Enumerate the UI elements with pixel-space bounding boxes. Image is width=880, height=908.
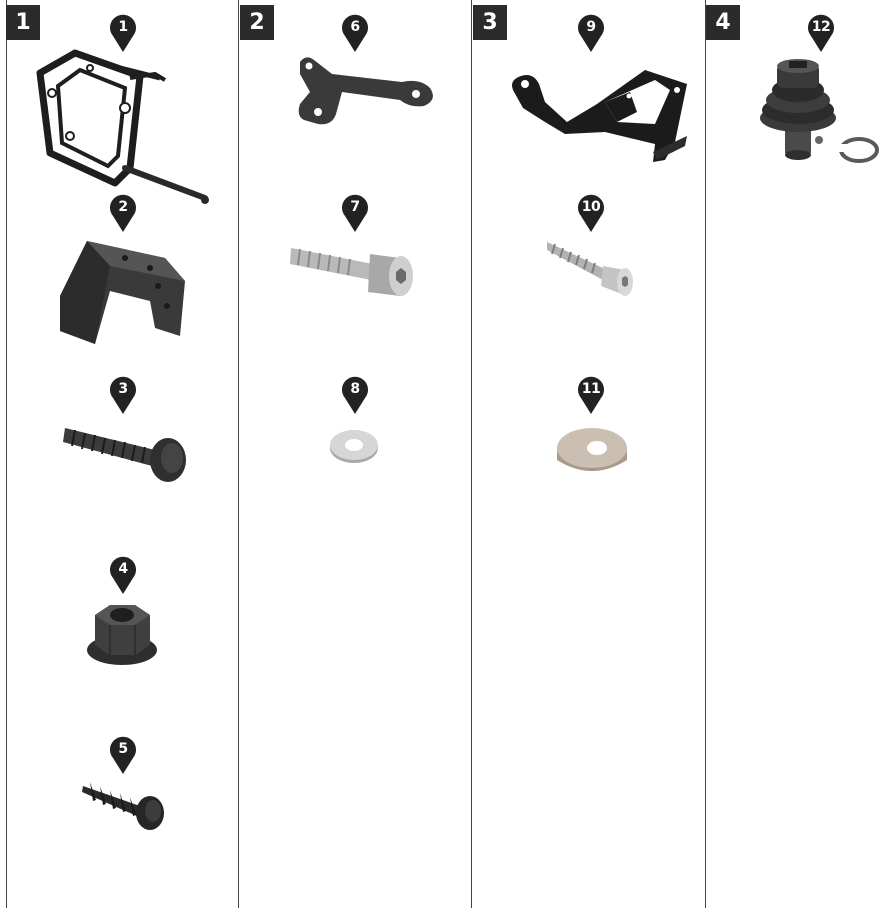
part-marker-11: 11: [576, 376, 606, 416]
self-tapping-screw-icon: [80, 778, 170, 839]
group-badge-2: 2: [240, 5, 274, 40]
part-marker-2: 2: [108, 194, 138, 234]
column-divider: [238, 0, 239, 908]
angle-bracket-block-icon: [55, 236, 190, 353]
column-divider: [471, 0, 472, 908]
washer-icon: [326, 426, 382, 471]
flat-plate-bracket-icon: [292, 52, 440, 139]
column-divider: [705, 0, 706, 908]
part-marker-9: 9: [576, 14, 606, 54]
mounting-bracket-icon: [505, 62, 690, 179]
group-badge-3: 3: [473, 5, 507, 40]
part-marker-5: 5: [108, 736, 138, 776]
spacer-icon: [553, 424, 631, 487]
part-marker-6: 6: [340, 14, 370, 54]
part-marker-4: 4: [108, 556, 138, 596]
part-marker-8: 8: [340, 376, 370, 416]
flange-nut-icon: [85, 600, 160, 673]
button-head-bolt-icon: [60, 420, 190, 490]
part-marker-3: 3: [108, 376, 138, 416]
socket-head-bolt-icon: [288, 236, 418, 307]
column-divider: [6, 0, 7, 908]
group-badge-1: 1: [6, 5, 40, 40]
part-marker-12: 12: [806, 14, 836, 54]
group-badge-4: 4: [706, 5, 740, 40]
part-marker-10: 10: [576, 194, 606, 234]
countersunk-screw-icon: [545, 236, 637, 305]
side-carrier-frame-icon: [30, 48, 215, 218]
part-marker-7: 7: [340, 194, 370, 234]
lock-pin-icon: [755, 58, 879, 169]
